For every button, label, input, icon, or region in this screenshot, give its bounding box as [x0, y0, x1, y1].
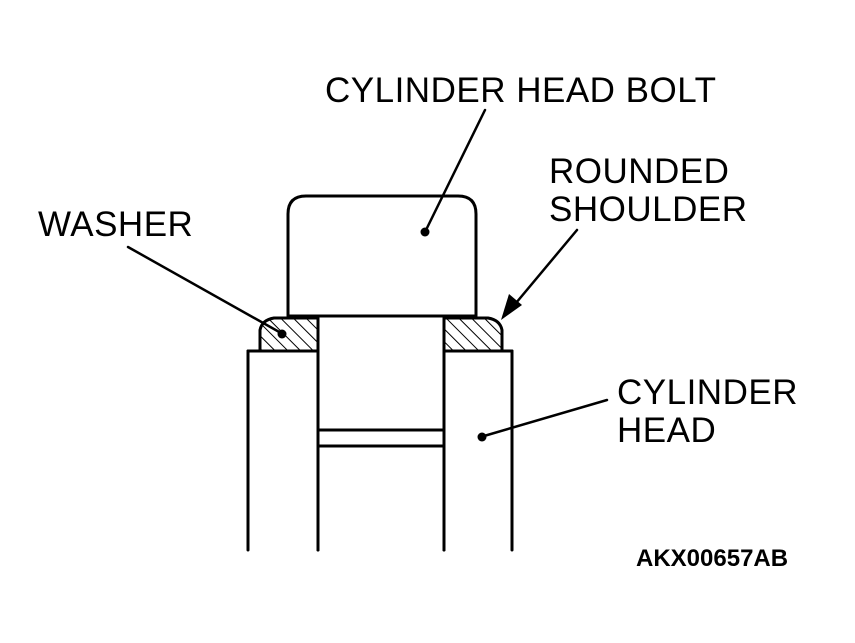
bolt-shank — [316, 318, 446, 552]
washer-right — [442, 316, 504, 353]
washer-label: WASHER — [38, 205, 193, 244]
figure-code: AKX00657AB — [636, 545, 788, 572]
cylinder-head-label-line1: CYLINDER — [617, 373, 798, 412]
rounded-shoulder-label-line1: ROUNDED — [549, 152, 729, 191]
cylinder-head — [246, 349, 514, 552]
cylinder-head-label-line2: HEAD — [617, 411, 716, 450]
bolt-leader — [420, 108, 487, 237]
washer-left — [258, 316, 320, 353]
washer — [258, 316, 504, 353]
head-leader — [477, 398, 609, 442]
washer-leader — [126, 245, 287, 339]
rounded-shoulder-label-line2: SHOULDER — [549, 190, 747, 229]
cylinder-head-bolt-label: CYLINDER HEAD BOLT — [325, 71, 717, 110]
shoulder-leader — [501, 228, 579, 320]
bolt-head — [286, 194, 478, 318]
